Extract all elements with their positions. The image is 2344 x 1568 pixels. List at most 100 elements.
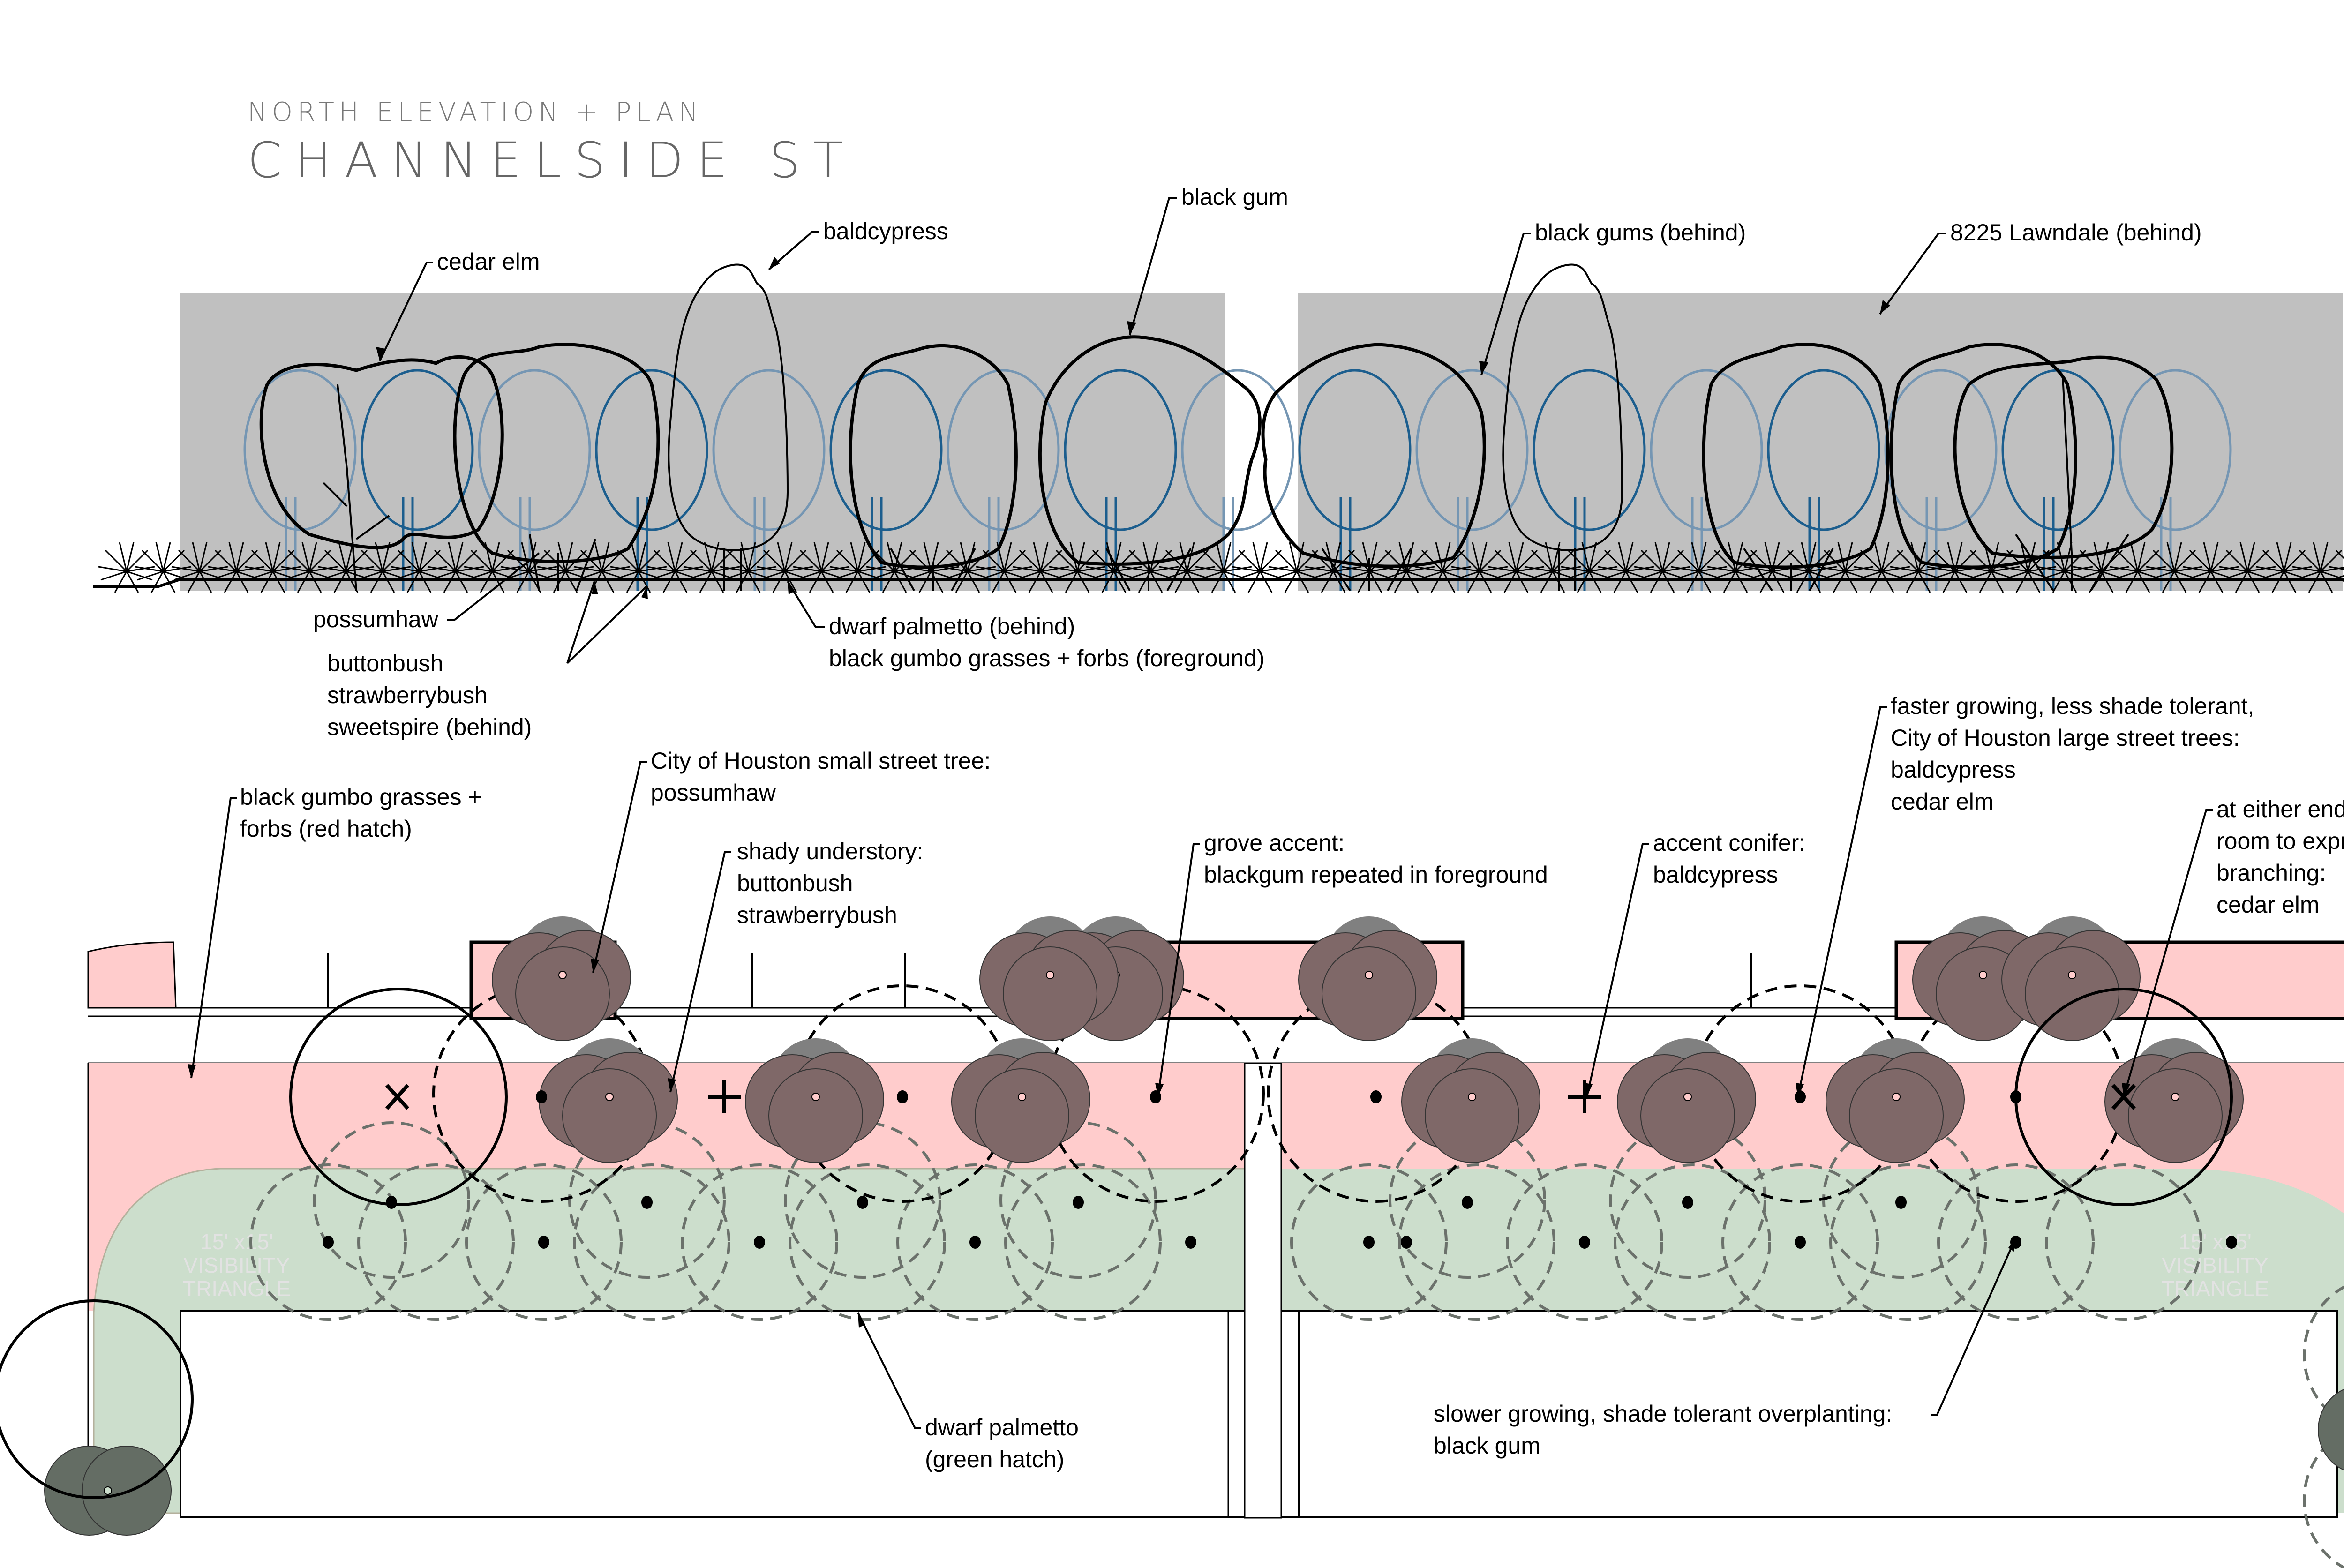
overplanting-circle <box>2045 1163 2202 1321</box>
overplanting-circle <box>789 1163 946 1321</box>
svg-text:shady understory:: shady understory: <box>737 838 923 864</box>
svg-text:strawberrybush: strawberrybush <box>737 902 897 928</box>
cedar-elm-x-left <box>385 1084 409 1110</box>
baldcypress-plus-2 <box>1568 1080 1601 1113</box>
tree-center-dot <box>1073 1196 1084 1209</box>
overplanting-circle <box>1829 1163 1987 1321</box>
label-small-street-tree: City of Houston small street tree: possu… <box>651 748 991 806</box>
site-plan: 15' x15' VISIBILITY TRIANGLE 15' x15' VI… <box>0 916 2344 1568</box>
svg-text:VISIBILITY: VISIBILITY <box>183 1253 290 1277</box>
overplanting-circle <box>681 1163 838 1321</box>
label-accent-conifer: accent conifer: baldcypress <box>1653 830 1805 888</box>
svg-text:black gumbo grasses +: black gumbo grasses + <box>240 784 482 810</box>
overplanting-circle <box>1004 1163 1162 1321</box>
svg-text:baldcypress: baldcypress <box>1891 757 2016 783</box>
tree-center-dot <box>1185 1236 1196 1249</box>
overplanting-circle <box>1614 1163 1771 1321</box>
background-tree-canopy <box>712 369 826 531</box>
overplanting-circle <box>249 1163 407 1321</box>
label-shrubs-elevation: buttonbush strawberrybush sweetspire (be… <box>327 650 532 740</box>
background-tree-canopy <box>947 369 1060 531</box>
svg-text:forbs (red hatch): forbs (red hatch) <box>240 816 412 842</box>
baldcypress-plus-1 <box>708 1080 741 1113</box>
cedar-elm-canopy-2 <box>1953 355 2174 559</box>
label-cedar-elm: cedar elm <box>437 248 540 275</box>
tree-center-dot <box>2010 1090 2021 1103</box>
overplanting-circle <box>357 1163 515 1321</box>
svg-text:buttonbush: buttonbush <box>737 870 853 896</box>
label-8225-lawndale: 8225 Lawndale (behind) <box>1950 219 2202 246</box>
baldcypress-canopy-2 <box>1502 263 1623 551</box>
cedar-elm-plan-corner <box>0 1299 194 1499</box>
background-tree-canopy <box>1415 369 1529 531</box>
background-tree-canopy <box>1650 369 1763 531</box>
svg-text:cedar elm: cedar elm <box>2216 892 2320 918</box>
overplanting-circle <box>573 1163 730 1321</box>
black-gum-canopy-6 <box>1889 343 2077 569</box>
north-elevation <box>93 263 2344 593</box>
understory-canopy <box>492 916 631 1041</box>
title-subtitle: NORTH ELEVATION + PLAN <box>248 97 703 128</box>
label-large-street-trees: faster growing, less shade tolerant, Cit… <box>1891 693 2254 815</box>
building-left <box>180 293 1225 591</box>
overplanting-circle <box>1721 1163 1879 1321</box>
svg-text:15' x15': 15' x15' <box>200 1230 273 1254</box>
label-black-gum: black gum <box>1181 184 1288 210</box>
visibility-triangle-right: 15' x15' VISIBILITY TRIANGLE <box>2161 1230 2269 1301</box>
tree-dots <box>323 1090 2237 1249</box>
svg-text:slower growing, shade tolerant: slower growing, shade tolerant overplant… <box>1434 1401 1892 1427</box>
cedar-elm-plan-left <box>289 988 508 1206</box>
background-tree-canopy <box>1064 369 1177 531</box>
overplanting-circle <box>896 1163 1054 1321</box>
svg-text:faster growing, less shade tol: faster growing, less shade tolerant, <box>1891 693 2254 719</box>
svg-text:blackgum repeated in foregroun: blackgum repeated in foreground <box>1204 862 1548 888</box>
label-black-gumbo-foreground: black gumbo grasses + forbs (foreground) <box>829 645 1265 671</box>
label-black-gums-behind: black gums (behind) <box>1535 219 1746 246</box>
grass-tuft <box>1231 541 1289 593</box>
tree-center-dot <box>754 1236 765 1249</box>
building-right-8225-lawndale <box>1298 293 2343 591</box>
overplanting-circle <box>313 1121 470 1279</box>
svg-text:at either end, sun and: at either end, sun and <box>2216 796 2344 822</box>
svg-text:VISIBILITY: VISIBILITY <box>2162 1253 2269 1277</box>
grass-tuft <box>98 541 156 593</box>
lot-right <box>1280 1310 2338 1518</box>
label-possumhaw-elevation: possumhaw <box>313 606 439 632</box>
overplanting-circle <box>1937 1163 2095 1321</box>
title-street-name: CHANNELSIDE ST <box>248 132 856 189</box>
plan-left-corner-pad <box>87 941 177 1009</box>
background-tree-canopy <box>595 369 708 531</box>
svg-text:accent conifer:: accent conifer: <box>1653 830 1805 856</box>
drawing-title: NORTH ELEVATION + PLAN CHANNELSIDE ST <box>248 97 856 189</box>
tree-center-dot <box>1795 1090 1806 1103</box>
ground-line <box>93 578 2344 588</box>
label-strawberrybush: strawberrybush <box>327 682 488 708</box>
green-hatch-left <box>93 1168 1246 1514</box>
tree-center-dot <box>2226 1236 2237 1249</box>
tree-center-dot <box>1401 1236 1412 1249</box>
black-gum-canopy-3 <box>1038 335 1262 566</box>
label-dwarf-palmetto-behind: dwarf palmetto (behind) <box>829 613 1075 639</box>
tree-center-dot <box>969 1236 981 1249</box>
overplanting-circle <box>1398 1163 1555 1321</box>
tree-center-dot <box>1370 1090 1382 1103</box>
tree-center-dot <box>1895 1196 1907 1209</box>
tree-center-dot <box>897 1090 908 1103</box>
svg-text:cedar elm: cedar elm <box>1891 788 1994 815</box>
lot-left <box>180 1310 1246 1518</box>
svg-text:possumhaw: possumhaw <box>651 780 776 806</box>
understory-canopy <box>1298 916 1437 1041</box>
background-tree-canopy <box>1181 369 1294 531</box>
plan-annotations: black gumbo grasses + forbs (red hatch) … <box>188 693 2344 1472</box>
label-red-hatch: black gumbo grasses + forbs (red hatch) <box>240 784 482 842</box>
tree-center-dot <box>1363 1236 1375 1249</box>
background-tree-canopy <box>2119 369 2232 531</box>
label-overplanting: slower growing, shade tolerant overplant… <box>1434 1401 1892 1459</box>
background-tree-canopy <box>1298 369 1412 531</box>
tree-center-dot <box>1795 1236 1806 1249</box>
svg-text:black gum: black gum <box>1434 1433 1540 1459</box>
label-baldcypress: baldcypress <box>823 218 948 244</box>
svg-text:City of Houston small street t: City of Houston small street tree: <box>651 748 991 774</box>
overplanting-circle <box>2303 1285 2344 1424</box>
